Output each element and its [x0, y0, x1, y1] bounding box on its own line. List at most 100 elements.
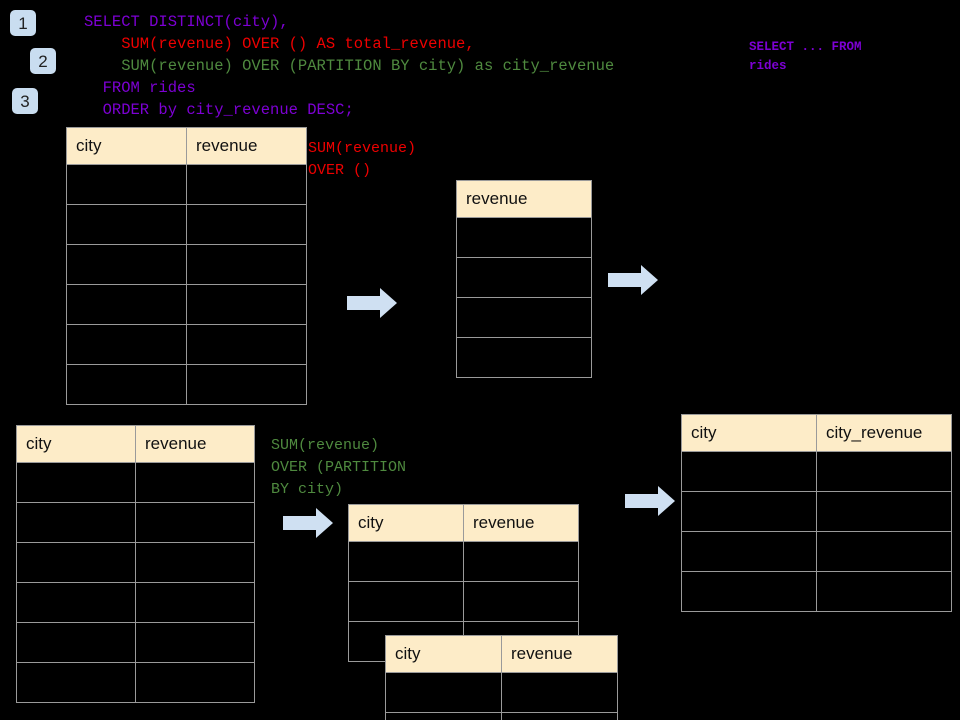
table-row	[456, 337, 592, 378]
table-cell	[348, 541, 464, 582]
table-row	[456, 257, 592, 298]
table-header-row: city city_revenue	[681, 414, 952, 452]
table-cell	[456, 297, 592, 338]
table-cell	[16, 662, 136, 703]
table-row	[66, 164, 307, 205]
table-cell	[681, 451, 817, 492]
step-badge-2[interactable]: 2	[30, 48, 56, 74]
table-result: city city_revenue	[681, 414, 952, 612]
step-badge-1[interactable]: 1	[10, 10, 36, 36]
table-body	[385, 672, 618, 720]
table-cell	[16, 582, 136, 623]
table-cell	[16, 542, 136, 583]
step-badge-3[interactable]: 3	[12, 88, 38, 114]
table-row	[385, 712, 618, 720]
table-cell	[66, 284, 187, 325]
table-cell	[681, 531, 817, 572]
column-header-city: city	[66, 127, 187, 165]
table-cell	[186, 364, 307, 405]
table-row	[456, 297, 592, 338]
table-cell	[186, 164, 307, 205]
table-cell	[348, 581, 464, 622]
table-row	[16, 582, 255, 623]
arrow-partition-to-result-icon	[625, 486, 675, 516]
annotation-partition-window-line1: SUM(revenue)	[271, 437, 380, 454]
table-row	[348, 581, 579, 622]
sql-line-order-by: ORDER by city_revenue DESC;	[84, 101, 354, 119]
table-row	[16, 662, 255, 703]
step-badge-1-label: 1	[18, 13, 28, 33]
table-row	[681, 451, 952, 492]
table-header-row: city revenue	[66, 127, 307, 165]
table-cell	[816, 491, 952, 532]
arrow-rides-to-total-icon	[347, 288, 397, 318]
table-header-row: revenue	[456, 180, 592, 218]
table-cell	[456, 337, 592, 378]
column-header-city: city	[348, 504, 464, 542]
column-header-revenue: revenue	[463, 504, 579, 542]
table-row	[385, 672, 618, 713]
annotation-total-window-line2: OVER ()	[308, 162, 372, 179]
table-cell	[501, 672, 618, 713]
table-row	[348, 541, 579, 582]
table-row	[16, 542, 255, 583]
table-cell	[16, 622, 136, 663]
table-rides-bottom: city revenue	[16, 425, 255, 703]
sql-line-city-revenue: SUM(revenue) OVER (PARTITION BY city) as…	[84, 57, 615, 75]
side-label-select-from-line1: SELECT ... FROM	[749, 40, 862, 54]
table-row	[66, 204, 307, 245]
table-cell	[501, 712, 618, 720]
table-body	[681, 451, 952, 612]
table-cell	[135, 662, 255, 703]
table-cell	[66, 164, 187, 205]
table-cell	[456, 217, 592, 258]
table-row	[681, 571, 952, 612]
table-row	[16, 502, 255, 543]
table-total-revenue: revenue	[456, 180, 592, 378]
table-body	[456, 217, 592, 378]
table-body	[66, 164, 307, 405]
side-label-select-from-line2: rides	[749, 59, 787, 73]
table-row	[16, 622, 255, 663]
annotation-partition-window-line3: BY city)	[271, 481, 344, 498]
sql-line-total-revenue: SUM(revenue) OVER () AS total_revenue,	[84, 35, 475, 53]
table-cell	[186, 244, 307, 285]
table-row	[66, 324, 307, 365]
arrow-total-to-result-icon	[608, 265, 658, 295]
column-header-revenue: revenue	[135, 425, 255, 463]
table-cell	[681, 491, 817, 532]
table-cell	[16, 502, 136, 543]
step-badge-2-label: 2	[38, 51, 48, 71]
table-row	[66, 364, 307, 405]
table-cell	[816, 451, 952, 492]
sql-line-select-distinct: SELECT DISTINCT(city),	[84, 13, 289, 31]
table-row	[16, 462, 255, 503]
table-cell	[66, 204, 187, 245]
table-row	[66, 244, 307, 285]
table-cell	[135, 462, 255, 503]
arrow-rides-to-partition-icon	[283, 508, 333, 538]
table-row	[66, 284, 307, 325]
column-header-city: city	[16, 425, 136, 463]
column-header-city-revenue: city_revenue	[816, 414, 952, 452]
table-cell	[186, 284, 307, 325]
table-cell	[135, 622, 255, 663]
table-cell	[681, 571, 817, 612]
table-partition-front: city revenue	[385, 635, 618, 720]
annotation-total-window-line1: SUM(revenue)	[308, 140, 417, 157]
table-header-row: city revenue	[16, 425, 255, 463]
table-cell	[456, 257, 592, 298]
table-cell	[385, 672, 502, 713]
table-cell	[66, 364, 187, 405]
column-header-city: city	[681, 414, 817, 452]
annotation-partition-window-line2: OVER (PARTITION	[271, 459, 407, 476]
table-cell	[463, 581, 579, 622]
table-cell	[135, 542, 255, 583]
table-row	[681, 531, 952, 572]
column-header-revenue: revenue	[456, 180, 592, 218]
column-header-city: city	[385, 635, 502, 673]
column-header-revenue: revenue	[501, 635, 618, 673]
table-cell	[186, 324, 307, 365]
table-body	[16, 462, 255, 703]
table-cell	[135, 502, 255, 543]
